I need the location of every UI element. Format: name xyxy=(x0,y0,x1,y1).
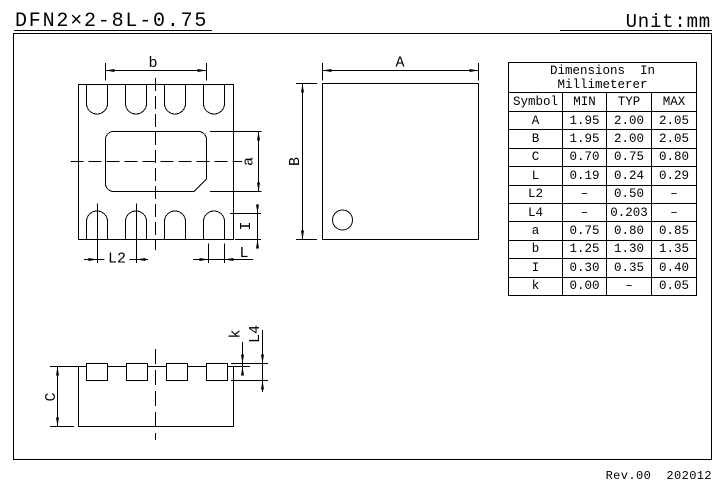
page-title: DFN2×2-8L-0.75 xyxy=(15,10,209,33)
side-view-arrows xyxy=(56,354,264,427)
dim-label-C: C xyxy=(43,392,60,401)
dim-label-A: A xyxy=(395,55,404,72)
unit-label: Unit:mm xyxy=(625,11,711,33)
dim-label-l2: L2 xyxy=(108,251,126,268)
table-header-row: Symbol MIN TYP MAX xyxy=(508,92,698,112)
side-view xyxy=(50,330,268,440)
dim-label-b: b xyxy=(148,55,157,72)
table-row: L2–0.50– xyxy=(508,184,698,204)
pad xyxy=(86,84,108,115)
dim-label-i: I xyxy=(238,221,255,230)
dim-label-a: a xyxy=(241,157,258,166)
col-typ: TYP xyxy=(606,92,652,112)
top-view-arrows xyxy=(88,69,260,261)
col-symbol: Symbol xyxy=(508,92,563,112)
col-max: MAX xyxy=(650,92,698,112)
package-body xyxy=(322,83,479,240)
page-border xyxy=(13,30,712,460)
table-row: L4–0.203– xyxy=(508,202,698,223)
dim-label-k: k xyxy=(228,329,245,338)
col-min: MIN xyxy=(562,92,607,112)
bottom-view xyxy=(296,63,479,240)
dim-label-B: B xyxy=(287,157,304,166)
bottom-view-arrows xyxy=(301,69,479,240)
revision-label: Rev.00 202012 xyxy=(605,469,712,483)
package-outline xyxy=(78,84,234,240)
pin1-marker xyxy=(332,209,353,231)
top-view xyxy=(70,63,262,263)
dim-label-l4: L4 xyxy=(247,325,264,343)
exposed-pad xyxy=(105,131,207,192)
dim-label-l: L xyxy=(239,245,248,262)
